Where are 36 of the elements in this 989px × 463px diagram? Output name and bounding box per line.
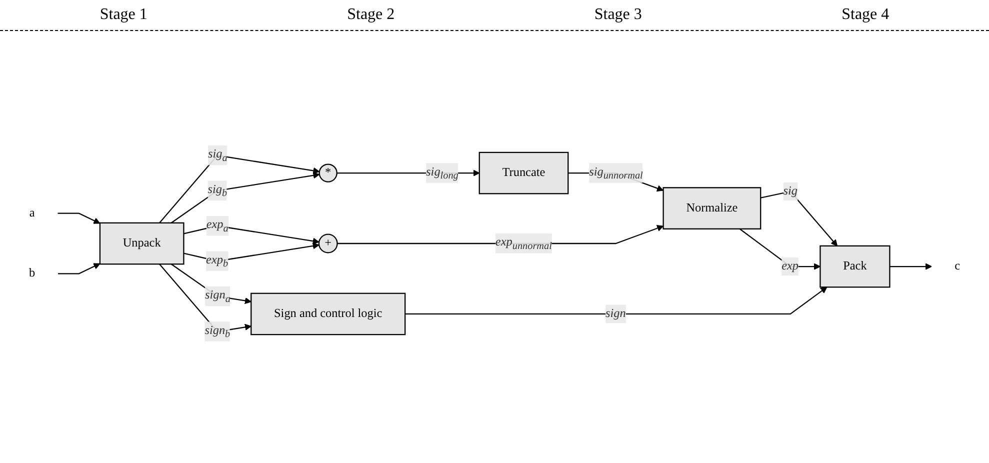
stage-label: Stage 4 bbox=[842, 6, 890, 24]
node-box: Pack bbox=[820, 245, 890, 288]
edge-label: sign$_{a}$ bbox=[204, 288, 230, 304]
arrow bbox=[890, 263, 932, 270]
arrow bbox=[405, 286, 828, 315]
arrow bbox=[184, 225, 320, 244]
node-text: b bbox=[28, 266, 36, 280]
node-circle: * bbox=[318, 164, 338, 182]
edge-label: exp bbox=[782, 260, 799, 273]
node-box: Unpack bbox=[99, 222, 184, 265]
arrow bbox=[739, 228, 820, 270]
edge-label: exp$_{b}$ bbox=[206, 253, 228, 269]
stage-label: Stage 1 bbox=[100, 6, 148, 24]
edge-label: sig$_{long}$ bbox=[426, 165, 458, 181]
edge-label: sign$_{b}$ bbox=[204, 324, 230, 340]
edge-label: sig$_{unnormal}$ bbox=[589, 165, 643, 181]
edge-label: sign bbox=[606, 307, 626, 320]
arrow bbox=[184, 242, 320, 262]
arrow bbox=[58, 263, 100, 274]
arrow bbox=[58, 212, 100, 224]
arrow bbox=[159, 154, 320, 224]
edge-label: exp$_{unnormal}$ bbox=[495, 236, 552, 252]
edge-label: exp$_{a}$ bbox=[206, 218, 228, 234]
node-circle: + bbox=[318, 234, 338, 254]
node-text: a bbox=[29, 206, 35, 220]
arrow bbox=[170, 172, 320, 224]
stage-label: Stage 2 bbox=[347, 6, 395, 24]
node-box: Normalize bbox=[662, 187, 762, 230]
edge-label: sig$_{b}$ bbox=[208, 182, 228, 198]
edge-label: sig bbox=[783, 184, 798, 198]
node-box: Sign and control logic bbox=[250, 292, 406, 336]
stage-label: Stage 3 bbox=[594, 6, 642, 24]
edge-label: sig$_{a}$ bbox=[208, 148, 228, 164]
node-text: c bbox=[954, 260, 960, 273]
arrow bbox=[760, 190, 838, 246]
node-box: Truncate bbox=[478, 152, 569, 194]
